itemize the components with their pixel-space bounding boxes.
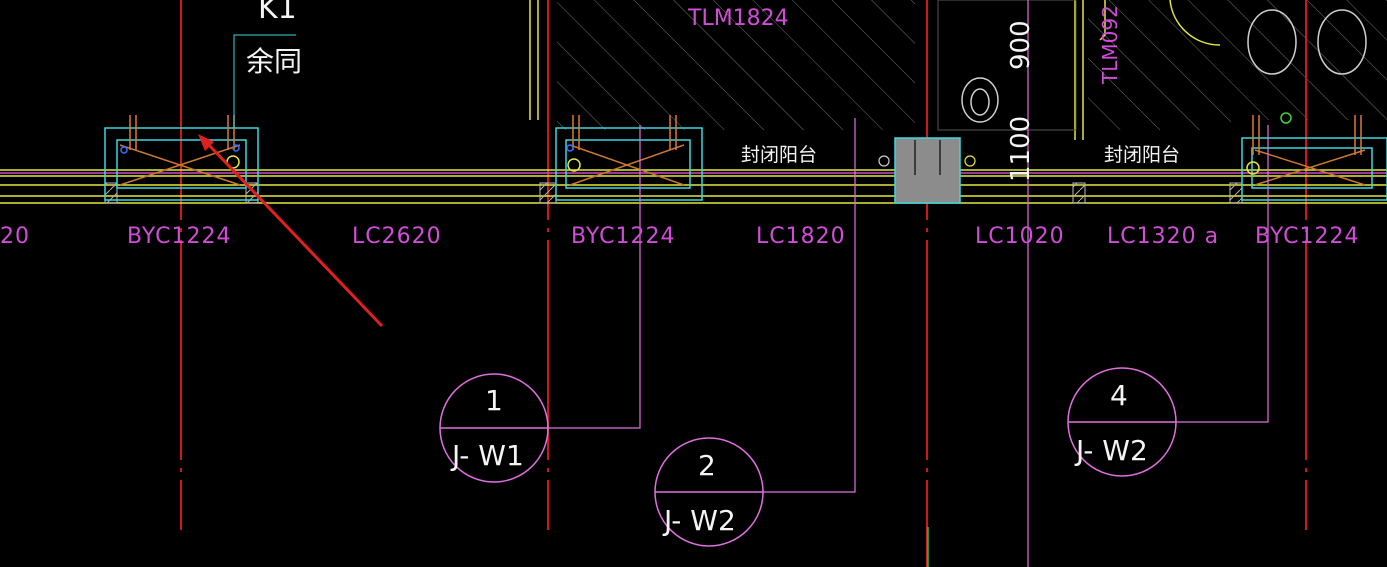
callout-bubble-2[interactable]: [654, 437, 764, 547]
window-tag[interactable]: 20: [0, 224, 30, 249]
window-tag[interactable]: LC1020: [975, 224, 1065, 249]
room-balcony-2: 封闭阳台: [1104, 144, 1181, 166]
callout-number: 1: [485, 384, 503, 417]
bay-window-1[interactable]: [104, 115, 259, 201]
window-tag[interactable]: LC1320 a: [1107, 224, 1220, 249]
window-tag[interactable]: BYC1224: [127, 224, 232, 249]
window-tag[interactable]: LC2620: [352, 224, 442, 249]
tag-yutong: 余同: [246, 45, 303, 78]
tag-tlm092: TLM092: [1098, 5, 1122, 84]
bathroom-fixtures: [937, 0, 1367, 131]
callout-reference: J- W2: [1076, 434, 1148, 467]
k1-leader: [233, 34, 296, 128]
structural-column: [878, 137, 976, 204]
callout-number: 2: [698, 449, 716, 482]
callout-leaders: [548, 0, 1269, 567]
tag-k1: K1: [258, 0, 297, 26]
dim-1100: 1100: [1006, 115, 1036, 182]
window-tag[interactable]: LC1820: [756, 224, 846, 249]
callout-bubble-1[interactable]: [439, 373, 549, 483]
bay-window-3[interactable]: [1241, 112, 1387, 201]
hatched-room-areas: [557, 0, 1387, 130]
callout-reference: J- W1: [452, 439, 524, 472]
window-tag[interactable]: BYC1224: [571, 224, 676, 249]
callout-number: 4: [1110, 379, 1128, 412]
dim-900: 900: [1006, 20, 1036, 70]
grid-axes: [180, 0, 1307, 567]
room-balcony-1: 封闭阳台: [741, 144, 818, 166]
callout-bubble-4[interactable]: [1067, 367, 1177, 477]
callout-reference: J- W2: [664, 504, 736, 537]
bay-window-2[interactable]: [555, 115, 703, 201]
annotation-arrow: [198, 134, 384, 328]
tag-tlm1824: TLM1824: [688, 6, 789, 31]
window-tag[interactable]: BYC1224: [1255, 224, 1360, 249]
